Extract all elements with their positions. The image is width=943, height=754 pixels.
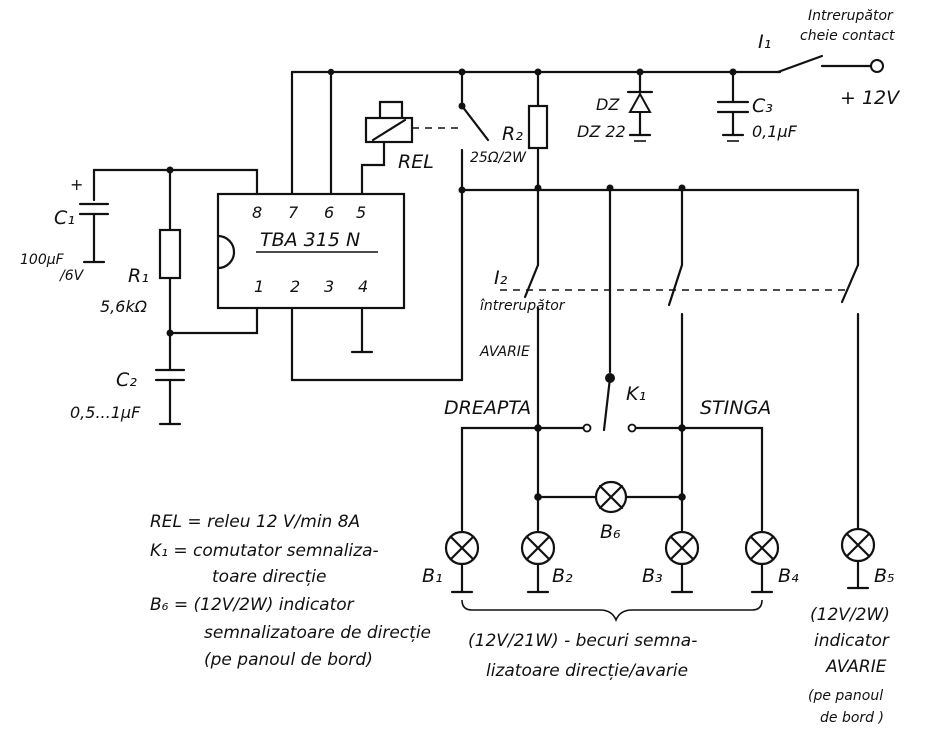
ic-pin-2: 2	[290, 277, 300, 296]
bulb-b3: B₃	[642, 530, 700, 594]
r2-label: R₂	[502, 123, 523, 145]
hazard-switch-i2: I₂ întrerupător AVARIE	[460, 184, 860, 532]
ic-tba315n: TBA 315 N 8 7 6 5 1 2 3 4	[92, 166, 464, 382]
dz-value: DZ 22	[577, 122, 626, 141]
c2-label: C₂	[116, 369, 137, 391]
bulb-b4: B₄	[744, 530, 799, 594]
capacitor-c3: C₃ 0,1μF	[716, 70, 798, 142]
legend-b6-line1: B₆ = (12V/2W) indicator	[150, 595, 355, 615]
switch-desc-2: cheie contact	[800, 28, 895, 44]
bulbs-note: (12V/21W) - becuri semna- lizatoare dire…	[468, 631, 697, 681]
resistor-r1: R₁ 5,6kΩ	[100, 168, 182, 372]
b6-label: B₆	[600, 521, 621, 543]
r1-value: 5,6kΩ	[100, 297, 148, 316]
b3-label: B₃	[642, 565, 663, 587]
bulb-b6: B₆	[594, 480, 628, 543]
dreapta-label: DREAPTA	[444, 397, 531, 419]
bulbs-note-line1: (12V/21W) - becuri semna-	[468, 631, 697, 651]
bulb-wiring	[460, 426, 764, 532]
b4-label: B₄	[778, 565, 799, 587]
legend-b6-line2: semnalizatoare de direcție	[204, 623, 431, 643]
b2-label: B₂	[552, 565, 573, 587]
bulbs-note-line2: lizatoare direcție/avarie	[486, 661, 688, 681]
b5-note-line1: (12V/2W)	[810, 605, 890, 625]
legend-k1-line2: toare direcție	[212, 567, 327, 587]
svg-text:+: +	[70, 175, 83, 194]
bulb-b1: B₁	[422, 530, 480, 594]
direction-switch-k1: K₁ DREAPTA STINGA	[444, 373, 771, 433]
legend-k1-line1: K₁ = comutator semnaliza-	[150, 541, 379, 561]
b1-label: B₁	[422, 565, 443, 587]
rel-label: REL	[398, 151, 434, 173]
i2-label: I₂	[494, 267, 508, 289]
capacitor-c2: C₂ 0,5...1μF	[70, 368, 186, 426]
switch-label: I₁	[758, 31, 771, 53]
ic-pin-3: 3	[324, 277, 334, 296]
bulb-b2: B₂	[520, 530, 573, 594]
resistor-r2: R₂ 25Ω/2W	[470, 70, 549, 192]
c3-value: 0,1μF	[752, 122, 798, 141]
zener-diode-dz: DZ DZ 22	[577, 70, 654, 142]
bulbs-brace	[461, 599, 763, 623]
dz-label: DZ	[596, 95, 620, 114]
c1-value-2: /6V	[58, 268, 85, 284]
ic-pin-1: 1	[254, 277, 264, 296]
switch-desc-1: Intrerupător	[808, 8, 894, 24]
i2-desc-2: AVARIE	[479, 344, 530, 360]
ic-label: TBA 315 N	[260, 229, 360, 251]
b5-note-line5: de bord )	[820, 710, 884, 726]
c2-value: 0,5...1μF	[70, 403, 141, 422]
legend-b6-line3: (pe panoul de bord)	[204, 650, 373, 670]
b5-note-line4: (pe panoul	[808, 688, 883, 704]
r1-label: R₁	[128, 265, 149, 287]
supply-voltage: + 12V	[840, 87, 901, 109]
i2-desc-1: întrerupător	[480, 298, 566, 314]
r2-value: 25Ω/2W	[470, 150, 527, 166]
ic-pin-4: 4	[358, 277, 368, 296]
c1-value-1: 100μF	[20, 252, 65, 268]
capacitor-c1: + C₁ 100μF /6V	[20, 175, 110, 284]
ic-pin-5: 5	[356, 203, 366, 222]
c3-label: C₃	[752, 95, 773, 117]
ignition-switch: I₁ Intrerupător cheie contact + 12V	[758, 8, 901, 109]
b5-note: (12V/2W) indicator AVARIE (pe panoul de …	[808, 605, 890, 726]
ic-pin-6: 6	[324, 203, 334, 222]
k1-label: K₁	[626, 383, 646, 405]
relay-rel: REL	[329, 70, 490, 382]
c1-label: C₁	[54, 207, 75, 229]
stinga-label: STINGA	[700, 397, 771, 419]
b5-note-line3: AVARIE	[825, 657, 887, 677]
ic-pin-8: 8	[252, 203, 262, 222]
bulb-b5: B₅	[840, 527, 895, 590]
b5-label: B₅	[874, 565, 895, 587]
ic-pin-7: 7	[288, 203, 299, 222]
legend: REL = releu 12 V/min 8A K₁ = comutator s…	[150, 512, 431, 670]
b5-note-line2: indicator	[814, 631, 890, 651]
legend-rel: REL = releu 12 V/min 8A	[150, 512, 360, 532]
